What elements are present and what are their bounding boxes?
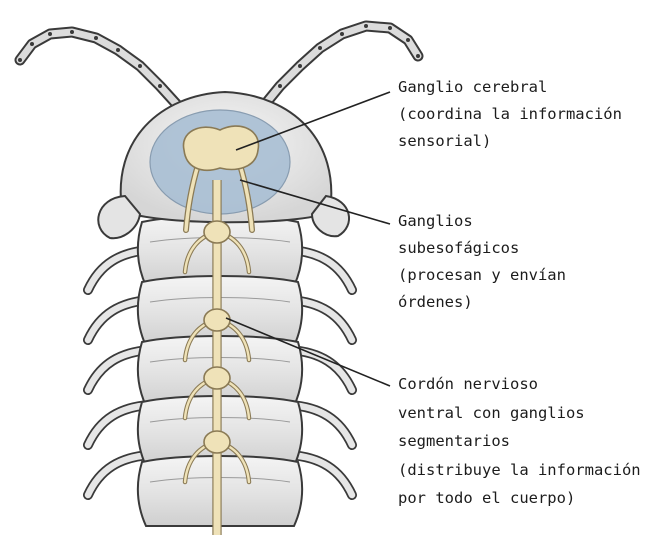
antenna-left-joint: [94, 36, 98, 40]
antenna-right-joint: [416, 54, 420, 58]
label-line: órdenes): [398, 289, 566, 316]
label-ventral-nerve-cord: Cordón nervioso ventral con ganglios seg…: [398, 370, 641, 513]
antenna-left-joint: [70, 30, 74, 34]
antenna-right-joint: [298, 64, 302, 68]
antenna-right-joint: [388, 26, 392, 30]
label-line: Ganglios: [398, 208, 566, 235]
label-subesophageal-ganglia: Ganglios subesofágicos (procesan y envía…: [398, 208, 566, 316]
segmental-ganglion: [204, 367, 230, 389]
label-cerebral-ganglion: Ganglio cerebral (coordina la informació…: [398, 74, 622, 155]
label-line: Cordón nervioso: [398, 370, 641, 399]
antenna-right-joint: [340, 32, 344, 36]
antenna-left-joint: [18, 58, 22, 62]
label-line: Ganglio cerebral: [398, 74, 622, 101]
antenna-right-joint: [278, 84, 282, 88]
cerebral-ganglion: [183, 126, 258, 170]
label-line: (coordina la información: [398, 101, 622, 128]
label-line: sensorial): [398, 128, 622, 155]
antenna-left-joint: [48, 32, 52, 36]
segmental-ganglion: [204, 309, 230, 331]
antenna-left-joint: [116, 48, 120, 52]
antenna-left-joint: [138, 64, 142, 68]
label-line: (procesan y envían: [398, 262, 566, 289]
label-line: segmentarios: [398, 427, 641, 456]
label-line: por todo el cuerpo): [398, 484, 641, 513]
antenna-left-joint: [158, 84, 162, 88]
antenna-right-joint: [406, 38, 410, 42]
label-line: (distribuye la información: [398, 456, 641, 485]
antenna-right-joint: [318, 46, 322, 50]
label-line: subesofágicos: [398, 235, 566, 262]
antenna-left-joint: [30, 42, 34, 46]
label-line: ventral con ganglios: [398, 399, 641, 428]
antenna-right-joint: [364, 24, 368, 28]
segmental-ganglion: [204, 221, 230, 243]
segmental-ganglion: [204, 431, 230, 453]
